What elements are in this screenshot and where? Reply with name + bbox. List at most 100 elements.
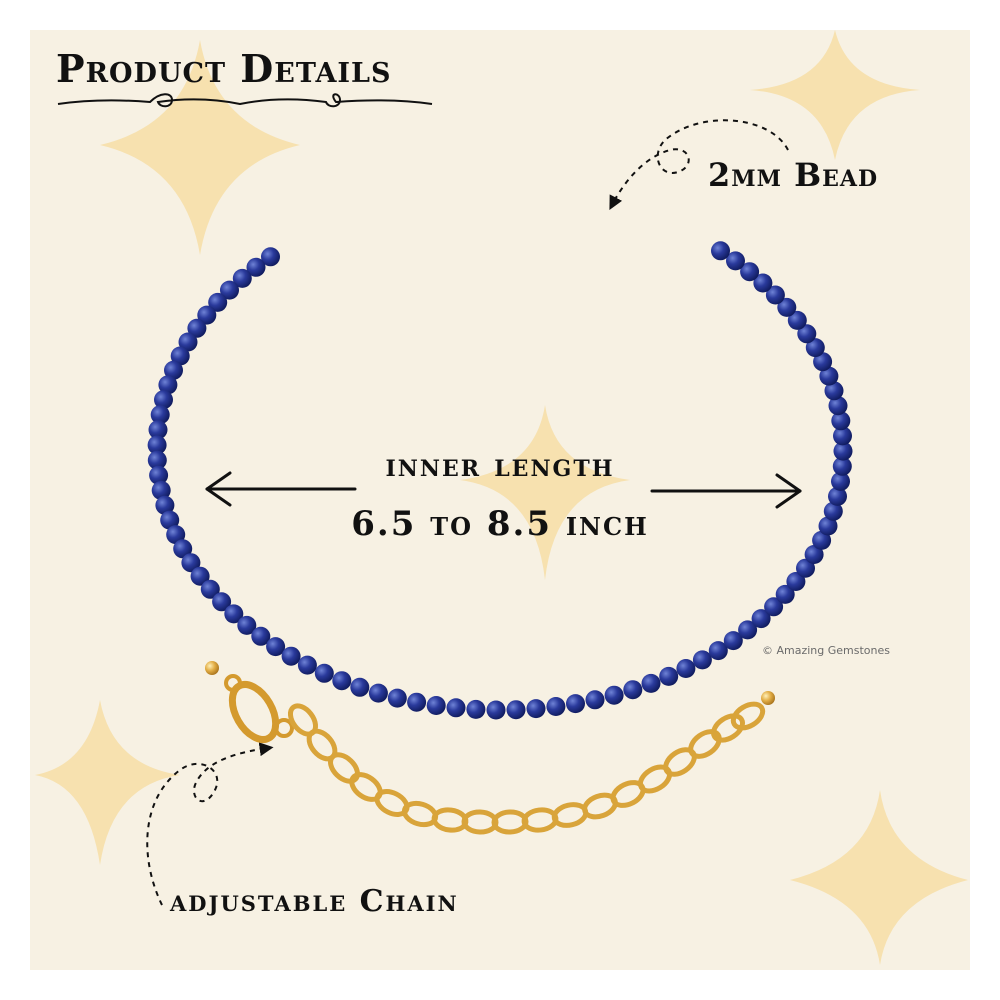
lapis-bead (585, 690, 605, 710)
copyright-watermark: © Amazing Gemstones (762, 644, 891, 657)
lapis-bead (486, 700, 506, 720)
lapis-bead (824, 381, 844, 401)
lapis-bead (723, 631, 743, 651)
lapis-bead (407, 692, 427, 712)
lapis-bead (148, 420, 168, 440)
lapis-bead (224, 604, 244, 624)
bead-size-label: 2mm Bead (708, 156, 879, 194)
lapis-bead (506, 700, 526, 720)
lapis-bead (237, 615, 257, 635)
lapis-bead (708, 641, 728, 661)
four-point-star-icon (35, 700, 180, 865)
bead-strand (147, 241, 853, 720)
lapis-bead (726, 251, 745, 271)
lapis-bead (787, 310, 807, 330)
lapis-bead (212, 592, 232, 612)
lapis-bead (659, 666, 679, 686)
dashed-curved-arrow-icon (146, 742, 274, 906)
lapis-bead (764, 597, 784, 617)
lapis-bead (246, 257, 266, 277)
lapis-bead (813, 352, 833, 372)
lapis-bead (711, 241, 730, 261)
lapis-bead (387, 688, 407, 708)
lapis-bead (796, 558, 815, 578)
lobster-clasp (224, 674, 294, 743)
lapis-bead (187, 318, 207, 338)
lapis-bead (676, 659, 696, 678)
four-point-star-icon (460, 405, 630, 580)
inner-length-value: 6.5 to 8.5 inch (351, 504, 649, 544)
lapis-bead (232, 268, 252, 288)
inner-length-heading: inner length (385, 446, 615, 484)
lapis-bead (765, 285, 785, 305)
lapis-bead (819, 366, 839, 386)
chain-link (711, 713, 745, 743)
lapis-bead (775, 584, 795, 604)
lapis-bead (150, 405, 170, 425)
lapis-bead (832, 456, 852, 476)
lapis-bead (147, 450, 167, 470)
adjustable-chain-label: adjustable Chain (170, 884, 459, 919)
lapis-bead (160, 510, 180, 530)
four-point-star-icon (790, 790, 968, 965)
lapis-bead (833, 426, 852, 446)
lapis-bead (805, 338, 825, 358)
lapis-bead (831, 471, 850, 491)
lapis-bead (446, 698, 466, 718)
lapis-bead (155, 495, 175, 515)
lapis-bead (828, 486, 847, 506)
chain-link (730, 701, 766, 731)
lapis-bead (266, 637, 286, 657)
lapis-bead (604, 685, 624, 705)
lapis-bead (831, 411, 851, 431)
lapis-bead (151, 480, 171, 500)
lapis-bead (797, 324, 817, 344)
lapis-bead (178, 332, 198, 352)
lapis-bead (173, 539, 193, 559)
lapis-bead (740, 262, 760, 282)
chain-link (328, 752, 360, 784)
lapis-bead (149, 465, 169, 485)
lapis-bead (804, 545, 824, 564)
swirl-divider-icon (57, 93, 433, 108)
lapis-bead (566, 694, 585, 714)
lapis-bead (738, 620, 758, 640)
lapis-bead (281, 646, 301, 666)
lapis-bead (332, 671, 352, 691)
lapis-bead (623, 680, 643, 700)
dashed-curved-arrow-icon (609, 119, 789, 210)
lapis-bead (220, 280, 239, 300)
lapis-bead (833, 441, 853, 461)
lapis-bead (753, 273, 773, 293)
lapis-bead (166, 525, 186, 545)
page-title: Product Details (56, 46, 392, 91)
lapis-bead (350, 677, 370, 697)
lapis-bead (751, 609, 771, 629)
gold-spacer-bead (205, 661, 219, 675)
lapis-bead (170, 346, 190, 366)
lapis-bead (164, 360, 183, 380)
lapis-bead (818, 516, 838, 536)
lapis-bead (297, 655, 317, 675)
lapis-bead (154, 390, 173, 410)
four-point-star-icon (100, 40, 300, 255)
lapis-bead (314, 663, 334, 683)
lapis-bead (828, 396, 848, 416)
lapis-bead (190, 566, 210, 586)
lapis-bead (200, 579, 220, 599)
lapis-bead (692, 650, 712, 670)
lapis-bead (786, 572, 806, 591)
lapis-bead (368, 683, 388, 703)
extension-chain (287, 701, 766, 835)
lapis-bead (777, 297, 797, 317)
lapis-bead (208, 292, 228, 312)
lapis-bead (251, 626, 271, 646)
lapis-bead (147, 435, 167, 455)
sparkles (35, 30, 968, 965)
lapis-bead (546, 697, 566, 716)
lapis-bead (158, 375, 178, 395)
lapis-bead (197, 305, 217, 325)
gold-spacer-bead (761, 691, 775, 705)
lapis-bead (426, 696, 446, 715)
